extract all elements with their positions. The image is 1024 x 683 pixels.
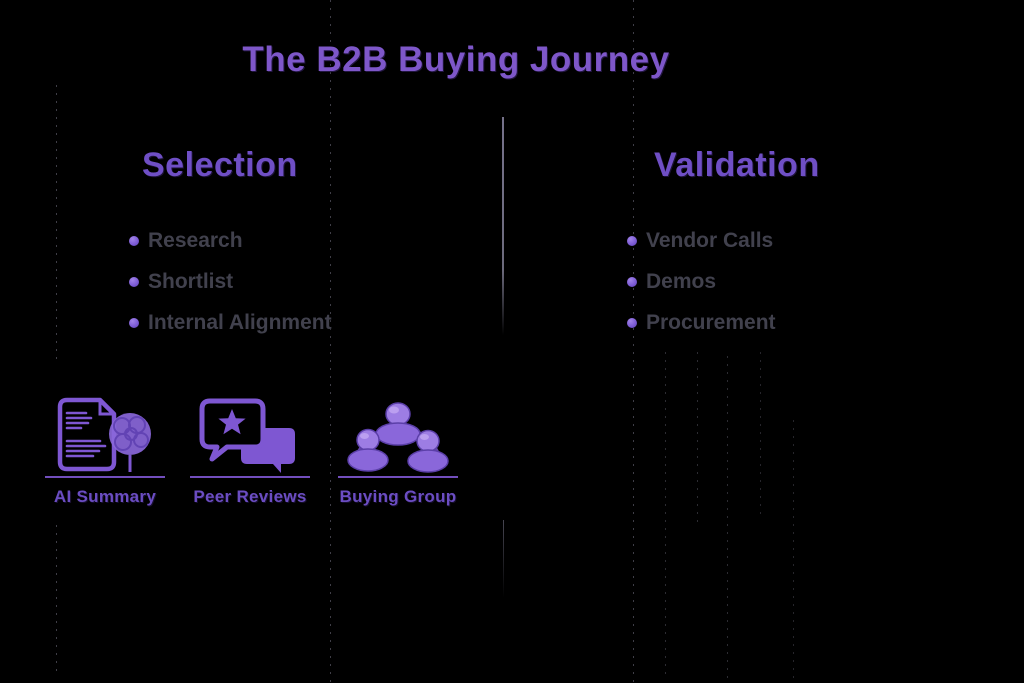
- dotted-guide-line: [697, 352, 698, 522]
- icon-card-buying-group: Buying Group: [337, 396, 459, 507]
- icon-underline: [338, 476, 458, 478]
- list-item-label: Procurement: [646, 310, 776, 334]
- icon-underline: [190, 476, 310, 478]
- selection-heading: Selection: [142, 146, 298, 184]
- dotted-guide-line: [760, 352, 761, 520]
- bullet-icon: [627, 235, 637, 246]
- icon-underline: [45, 476, 165, 478]
- list-item: Vendor Calls: [627, 220, 776, 261]
- list-item: Demos: [627, 261, 776, 302]
- ai-summary-document-brain-icon: [50, 396, 160, 476]
- list-item-label: Internal Alignment: [148, 310, 332, 334]
- icon-card-label: Buying Group: [339, 487, 457, 506]
- selection-list: Research Shortlist Internal Alignment: [129, 220, 332, 343]
- bullet-icon: [129, 235, 139, 246]
- buying-group-people-icon: [343, 396, 453, 476]
- dotted-guide-line: [56, 85, 57, 363]
- dotted-guide-line: [330, 0, 331, 683]
- page-title: The B2B Buying Journey: [242, 40, 670, 79]
- list-item: Shortlist: [129, 261, 332, 302]
- icon-card-label: Peer Reviews: [193, 487, 307, 506]
- list-item-label: Shortlist: [148, 269, 234, 293]
- column-divider-line: [502, 117, 504, 335]
- dotted-guide-line: [727, 356, 728, 680]
- dotted-guide-line: [665, 352, 666, 680]
- column-divider-line-faint: [503, 520, 504, 598]
- icon-card-ai-summary: AI Summary: [44, 396, 166, 507]
- list-item-label: Demos: [646, 269, 717, 293]
- list-item-label: Vendor Calls: [646, 228, 774, 252]
- peer-reviews-chat-star-icon: [195, 396, 305, 476]
- dotted-guide-line: [793, 420, 794, 680]
- list-item: Procurement: [627, 302, 776, 343]
- validation-list: Vendor Calls Demos Procurement: [627, 220, 776, 343]
- bullet-icon: [129, 317, 139, 328]
- bullet-icon: [627, 317, 637, 328]
- list-item: Internal Alignment: [129, 302, 332, 343]
- dotted-guide-line: [633, 0, 634, 683]
- bullet-icon: [129, 276, 139, 287]
- list-item: Research: [129, 220, 332, 261]
- dotted-guide-line: [56, 525, 57, 675]
- icon-card-peer-reviews: Peer Reviews: [189, 396, 311, 507]
- validation-heading: Validation: [654, 146, 820, 184]
- list-item-label: Research: [148, 228, 243, 252]
- icon-card-label: AI Summary: [53, 487, 157, 506]
- bullet-icon: [627, 276, 637, 287]
